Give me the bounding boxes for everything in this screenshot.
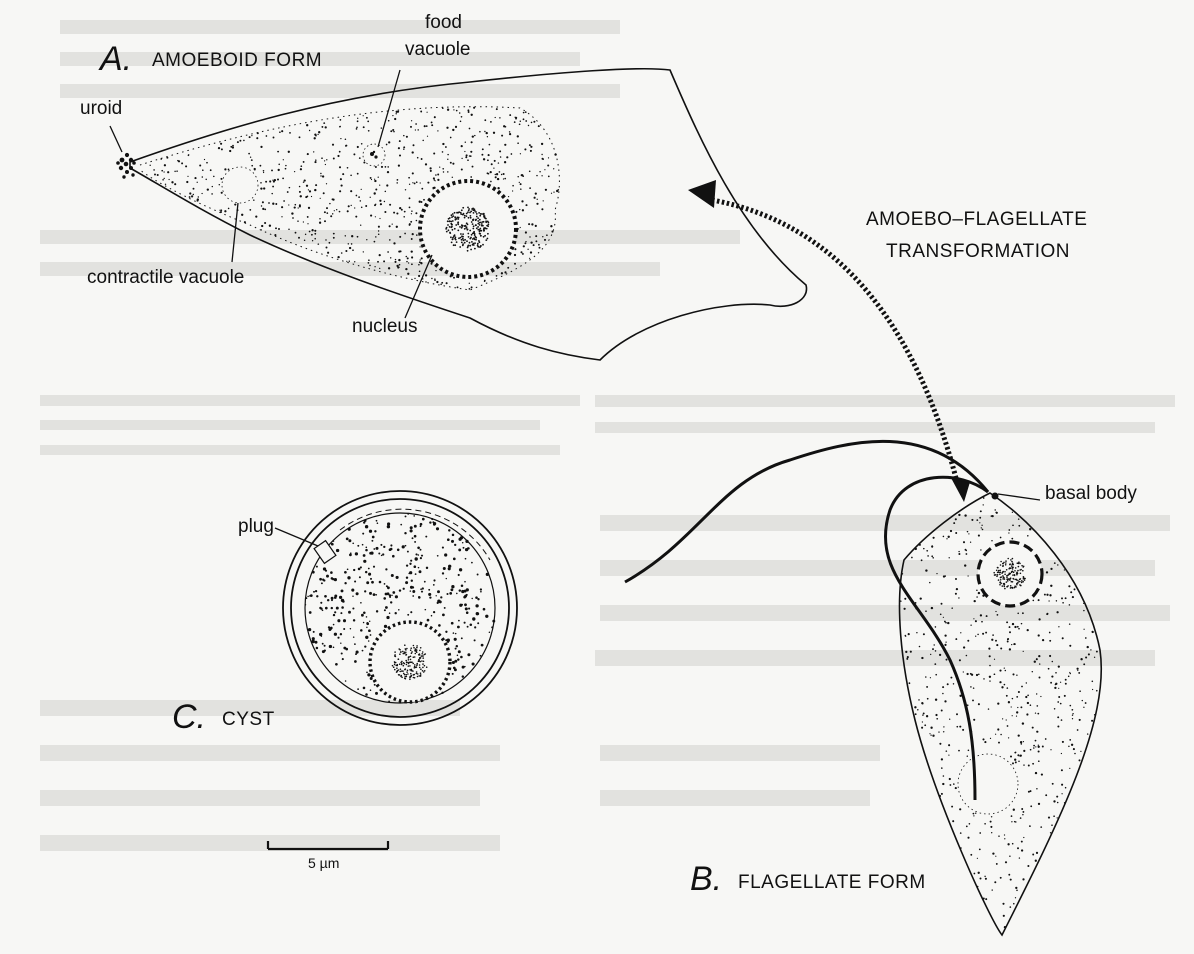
- transformation-title-line1: AMOEBO–FLAGELLATE: [866, 210, 1087, 229]
- label-food-vacuole-line2: vacuole: [405, 40, 471, 59]
- contractile-vacuole: [222, 167, 258, 203]
- food-vacuole: [363, 144, 385, 166]
- panel-b-title: FLAGELLATE FORM: [738, 873, 926, 892]
- cyst-inner-dashed: [340, 509, 490, 560]
- panel-a-letter: A.: [100, 42, 132, 76]
- leader-basal-body: [998, 494, 1040, 500]
- transformation-title-line2: TRANSFORMATION: [886, 242, 1070, 261]
- label-nucleus: nucleus: [352, 317, 418, 336]
- panel-c-letter: C.: [172, 700, 206, 734]
- basal-body-dot: [992, 493, 999, 500]
- label-uroid: uroid: [80, 99, 122, 118]
- uroid-knob: [116, 153, 136, 179]
- flagellate-vacuole: [958, 754, 1018, 814]
- label-plug: plug: [238, 517, 274, 536]
- label-contractile-vacuole: contractile vacuole: [87, 268, 244, 287]
- scale-bar: [268, 841, 388, 849]
- arrowhead-upper: [688, 180, 716, 208]
- flagellum-long: [625, 441, 988, 582]
- scale-bar-label: 5 µm: [308, 856, 339, 870]
- panel-c-title: CYST: [222, 710, 275, 729]
- label-food-vacuole-line1: food: [425, 13, 462, 32]
- panel-a-title: AMOEBOID FORM: [152, 51, 322, 70]
- label-basal-body: basal body: [1045, 484, 1137, 503]
- panel-b-letter: B.: [690, 862, 722, 896]
